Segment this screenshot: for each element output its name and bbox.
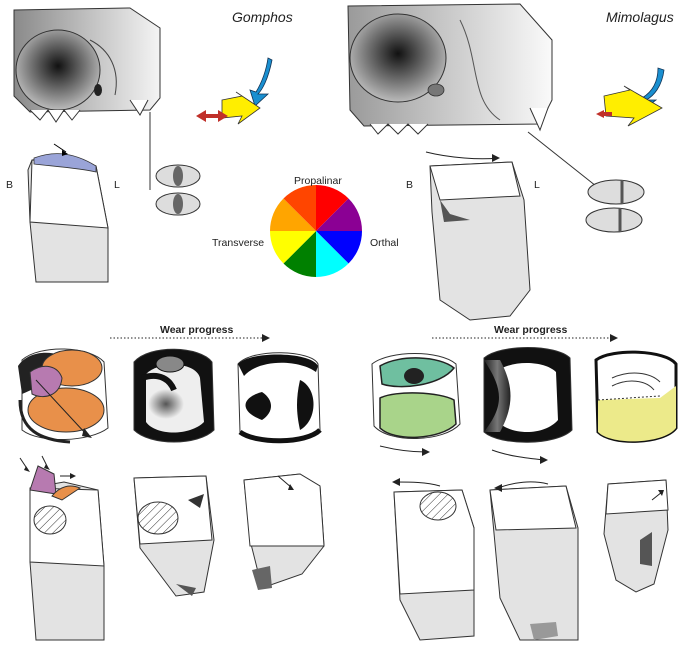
wear-progress-left: Wear progress bbox=[110, 324, 270, 342]
wear-progress-right-label: Wear progress bbox=[494, 324, 567, 336]
wheel-sector-5 bbox=[283, 231, 316, 277]
gomphos-occlusal-stage-2 bbox=[133, 348, 215, 443]
wheel-sector-1 bbox=[316, 185, 349, 231]
mimolagus-arrows bbox=[596, 67, 665, 127]
mimolagus-label-b: B bbox=[406, 179, 413, 191]
mimolagus-occlusal-pair bbox=[585, 179, 645, 233]
wheel-sector-7 bbox=[270, 198, 316, 231]
mimolagus-occlusal-stage-1 bbox=[371, 353, 461, 456]
mimolagus-skull bbox=[347, 3, 597, 187]
gomphos-label-b: B bbox=[6, 179, 13, 191]
wheel-sector-4 bbox=[316, 231, 349, 277]
gomphos-side-molar bbox=[27, 112, 151, 283]
wheel-label-orthal: Orthal bbox=[370, 237, 399, 249]
gomphos-arrows bbox=[196, 57, 273, 125]
wheel-label-propalinar: Propalinar bbox=[294, 175, 342, 187]
gomphos-lateral-stage-2 bbox=[133, 475, 215, 597]
mimolagus-occlusal-stage-2 bbox=[483, 347, 573, 464]
wheel-sector-3 bbox=[316, 231, 362, 264]
title-gomphos: Gomphos bbox=[232, 9, 293, 25]
direction-color-wheel bbox=[270, 185, 362, 277]
wheel-label-transverse: Transverse bbox=[212, 237, 264, 249]
mimolagus-lateral-stage-1 bbox=[392, 478, 475, 641]
gomphos-occlusal-stage-1 bbox=[18, 348, 109, 444]
mimolagus-lateral-stage-2 bbox=[489, 481, 579, 641]
mimolagus-occlusal-stage-3 bbox=[594, 350, 678, 443]
gomphos-skull bbox=[13, 7, 161, 123]
title-mimolagus: Mimolagus bbox=[606, 9, 674, 25]
mimolagus-label-l: L bbox=[534, 179, 540, 191]
wear-progress-left-label: Wear progress bbox=[160, 324, 233, 336]
wheel-sector-6 bbox=[270, 231, 316, 264]
gomphos-occlusal-pair bbox=[155, 164, 201, 216]
gomphos-lateral-stage-3 bbox=[243, 473, 325, 590]
wheel-sector-8 bbox=[283, 185, 316, 231]
gomphos-label-l: L bbox=[114, 179, 120, 191]
mimolagus-side-molar bbox=[425, 151, 531, 321]
wheel-sector-2 bbox=[316, 198, 362, 231]
wear-progress-right: Wear progress bbox=[432, 324, 618, 342]
gomphos-lateral-stage-1 bbox=[19, 455, 105, 641]
mimolagus-lateral-stage-3 bbox=[603, 479, 669, 593]
gomphos-occlusal-stage-3 bbox=[237, 352, 322, 444]
